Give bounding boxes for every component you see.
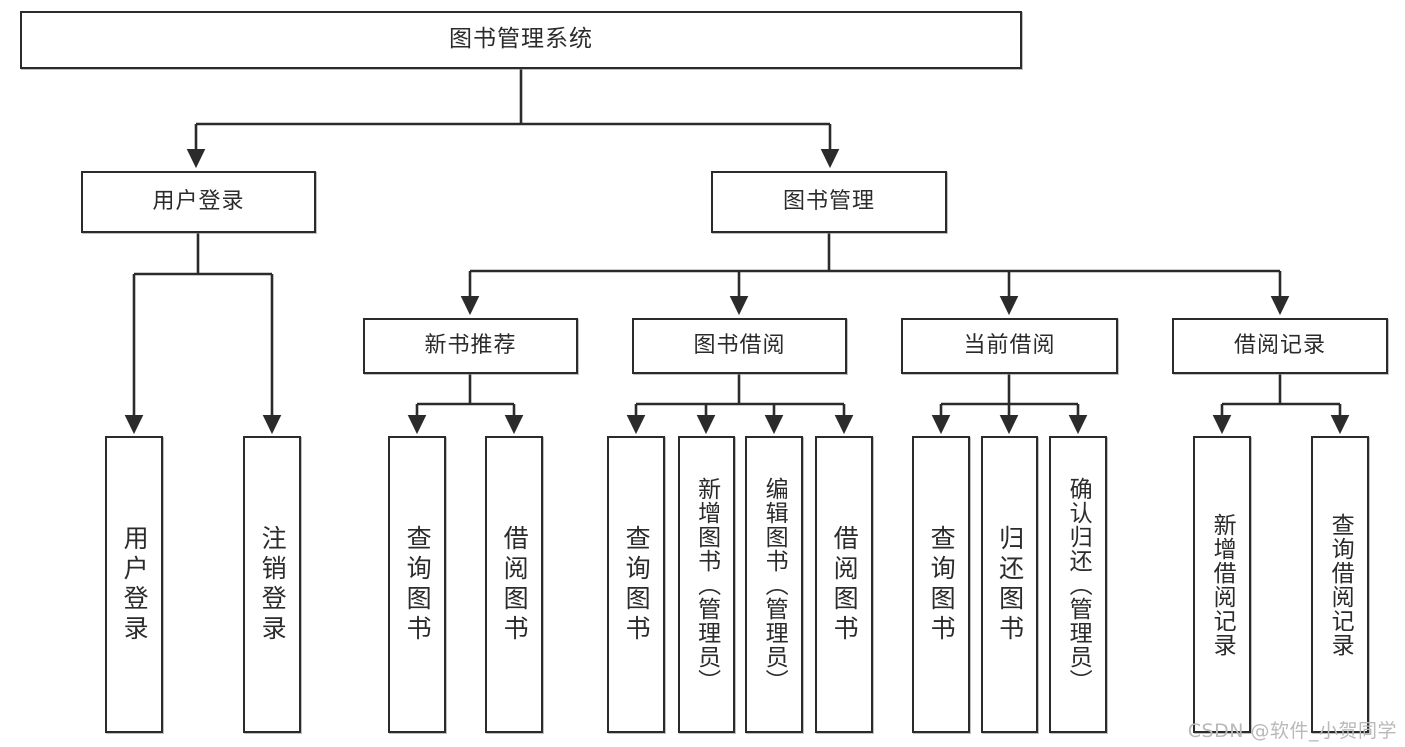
leaf-return-book[interactable]: 归还图书	[981, 436, 1038, 733]
node-label: 查询借阅记录	[1327, 512, 1354, 657]
node-label: 确认归还（管理员）	[1065, 476, 1092, 693]
node-label: 当前借阅	[963, 333, 1056, 359]
leaf-user-login[interactable]: 用户登录	[105, 436, 163, 733]
node-label: 新增图书（管理员）	[693, 476, 720, 693]
node-book-management[interactable]: 图书管理	[711, 171, 947, 233]
node-label: 新书推荐	[424, 333, 517, 359]
node-label: 图书管理系统	[449, 26, 593, 53]
leaf-edit-book-admin[interactable]: 编辑图书（管理员）	[745, 436, 803, 733]
node-label: 查询图书	[403, 524, 433, 645]
node-label: 查询图书	[927, 524, 957, 645]
node-label: 图书借阅	[693, 333, 786, 359]
leaf-logout-login[interactable]: 注销登录	[243, 436, 301, 733]
node-current-borrow[interactable]: 当前借阅	[901, 318, 1118, 374]
leaf-borrow-book-borrow[interactable]: 借阅图书	[815, 436, 873, 733]
node-user-login[interactable]: 用户登录	[81, 171, 316, 233]
leaf-query-book-current[interactable]: 查询图书	[912, 436, 970, 733]
leaf-query-book-borrow[interactable]: 查询图书	[607, 436, 665, 733]
node-label: 归还图书	[995, 524, 1025, 645]
leaf-query-book-recommend[interactable]: 查询图书	[388, 436, 446, 733]
node-label: 新增借阅记录	[1209, 512, 1236, 657]
node-new-book-recommend[interactable]: 新书推荐	[363, 318, 578, 374]
node-label: 图书管理	[782, 189, 875, 215]
node-root-book-management-system[interactable]: 图书管理系统	[20, 11, 1022, 69]
node-label: 注销登录	[258, 524, 288, 645]
node-label: 用户登录	[152, 189, 245, 215]
node-label: 借阅图书	[500, 524, 530, 645]
node-label: 用户登录	[120, 524, 150, 645]
leaf-query-borrow-record[interactable]: 查询借阅记录	[1311, 436, 1369, 733]
leaf-add-borrow-record[interactable]: 新增借阅记录	[1193, 436, 1251, 733]
watermark-text: CSDN @软件_小贺同学	[1187, 720, 1397, 742]
leaf-borrow-book-recommend[interactable]: 借阅图书	[485, 436, 543, 733]
node-label: 查询图书	[622, 524, 652, 645]
node-label: 编辑图书（管理员）	[761, 476, 788, 693]
leaf-add-book-admin[interactable]: 新增图书（管理员）	[678, 436, 735, 733]
node-borrow-record[interactable]: 借阅记录	[1172, 318, 1388, 374]
node-book-borrow[interactable]: 图书借阅	[632, 318, 847, 374]
leaf-confirm-return-admin[interactable]: 确认归还（管理员）	[1049, 436, 1107, 733]
node-label: 借阅图书	[830, 524, 860, 645]
node-label: 借阅记录	[1233, 333, 1326, 359]
